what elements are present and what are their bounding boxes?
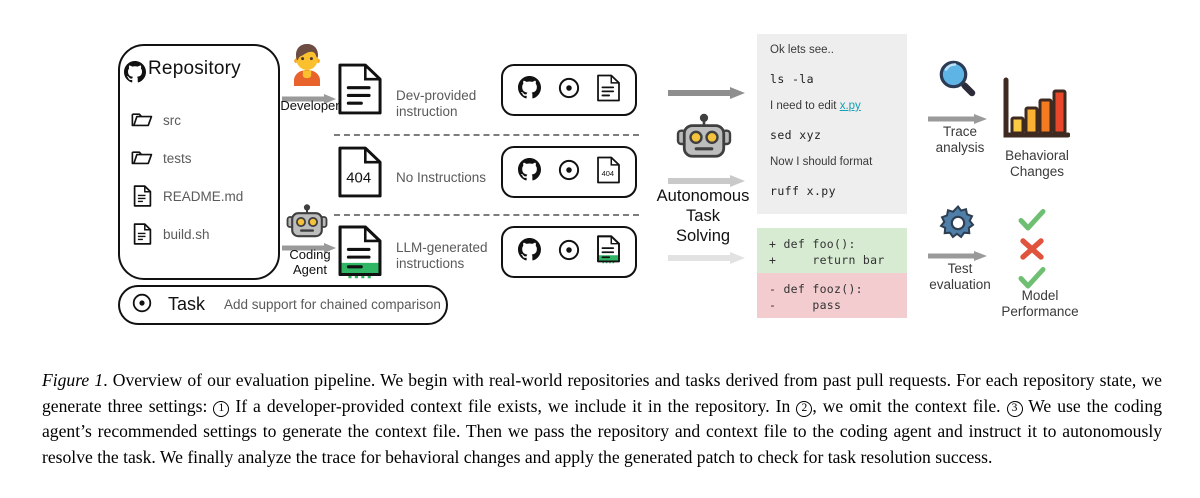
- caption-sep: .: [103, 370, 113, 390]
- document-icon: [338, 63, 382, 120]
- caption-circled-number-3: 3: [1006, 400, 1023, 417]
- trace-analysis-label-line1: Trace: [942, 124, 977, 139]
- row-label-3-line2: instructions: [396, 256, 465, 271]
- row-label-2-line1: No Instructions: [396, 170, 487, 185]
- arrow-to-robot-2: [668, 174, 748, 187]
- arrow-developer: [282, 92, 338, 104]
- row-label-1-line2: instruction: [396, 104, 458, 119]
- document-icon: [597, 74, 621, 107]
- test-evaluation-label-line1: Test: [947, 261, 973, 276]
- bar-chart-icon: [1000, 74, 1071, 149]
- check-icon: [1018, 208, 1046, 237]
- repository-item-label: src: [163, 113, 181, 128]
- divider-1: [334, 134, 639, 136]
- trace-line-3-text: I need to edit: [770, 100, 840, 112]
- coding-agent-label-line1: Coding: [289, 247, 331, 262]
- caption-figure-label: Figure 1: [42, 370, 104, 390]
- file-icon: [133, 185, 152, 212]
- document-generated-icon: [597, 235, 621, 269]
- document-404-icon: 404: [597, 156, 621, 189]
- setting-box-3: [501, 226, 637, 278]
- behavioral-changes-label-line2: Changes: [1009, 164, 1065, 179]
- arrow-to-robot-1: [668, 86, 748, 99]
- autonomous-label: Autonomous Task Solving: [638, 186, 768, 246]
- task-description: Add support for chained comparison: [224, 297, 441, 312]
- developer-label: Developer: [280, 98, 340, 113]
- trace-line-1: Ok lets see..: [770, 44, 834, 56]
- arrow-test-evaluation: [928, 249, 990, 261]
- arrow-trace-analysis: [928, 112, 990, 124]
- trace-link-xpy[interactable]: x.py: [839, 100, 861, 112]
- document-404-icon: 404: [338, 146, 382, 203]
- figure-caption: Figure 1. Overview of our evaluation pip…: [42, 368, 1162, 470]
- target-icon: [132, 293, 152, 318]
- diff-added-line-1: + def foo():: [769, 237, 856, 251]
- folder-icon: [131, 148, 153, 172]
- svg-text:404: 404: [346, 170, 371, 186]
- developer-avatar-icon: [288, 42, 326, 91]
- diff-added-block: + def foo(): + return bar: [757, 228, 907, 273]
- trace-line-5: Now I should format: [770, 156, 873, 168]
- folder-icon: [131, 110, 153, 134]
- file-icon: [133, 223, 152, 250]
- diff-removed-block: - def fooz(): - pass: [757, 273, 907, 318]
- caption-part4: We use the coding agent’s recommended se…: [42, 395, 1162, 467]
- caption-circled-number-2: 2: [796, 400, 813, 417]
- repository-item-label: build.sh: [163, 227, 210, 242]
- trace-line-2: ls -la: [770, 72, 814, 86]
- github-icon: [517, 158, 541, 186]
- divider-2: [334, 214, 639, 216]
- test-evaluation-label-line2: evaluation: [929, 277, 991, 292]
- row-label-1-line1: Dev-provided: [396, 88, 477, 103]
- document-generated-icon: [338, 225, 382, 284]
- caption-part2: If a developer-provided context file exi…: [229, 395, 797, 416]
- trace-box: Ok lets see.. ls -la I need to edit x.py…: [757, 34, 907, 214]
- caption-part3: , we omit the context file.: [812, 395, 1007, 416]
- robot-icon: [286, 204, 328, 243]
- caption-part1: Overview of our evaluation pipeline. We …: [42, 370, 1162, 416]
- arrow-to-robot-3: [668, 251, 748, 264]
- task-label: Task: [168, 294, 206, 314]
- cross-icon: [1019, 237, 1045, 266]
- figure-diagram: Repository src tests README.md build.sh …: [118, 34, 1079, 325]
- diff-removed-line-2: - pass: [769, 298, 842, 312]
- caption-circled-number-1: 1: [213, 400, 230, 417]
- coding-agent-label-line2: Agent: [293, 262, 327, 277]
- setting-box-2: 404: [501, 146, 637, 198]
- task-bar: [118, 285, 448, 325]
- model-performance-label-line1: Model: [1021, 288, 1059, 303]
- model-performance-label-line2: Performance: [1001, 304, 1079, 319]
- svg-text:404: 404: [602, 169, 614, 178]
- autonomous-label-line2: Task: [686, 207, 720, 225]
- target-icon: [558, 77, 580, 104]
- arrow-coding-agent: [282, 241, 338, 253]
- repository-title: Repository: [148, 58, 241, 79]
- trace-analysis-label-line2: analysis: [935, 140, 985, 155]
- trace-line-4: sed xyz: [770, 128, 822, 142]
- target-icon: [558, 159, 580, 186]
- check-icon: [1018, 266, 1046, 295]
- autonomous-label-line3: Solving: [675, 227, 731, 245]
- setting-box-1: [501, 64, 637, 116]
- github-icon: [517, 76, 541, 104]
- target-icon: [558, 239, 580, 266]
- repository-item-label: tests: [163, 151, 192, 166]
- row-label-3-line1: LLM-generated: [396, 240, 488, 255]
- github-icon: [517, 238, 541, 266]
- gear-icon: [938, 203, 978, 248]
- trace-line-6: ruff x.py: [770, 184, 836, 198]
- magnifier-icon: [936, 57, 978, 104]
- github-icon: [124, 61, 146, 88]
- diff-added-line-2: + return bar: [769, 253, 885, 267]
- robot-icon: [676, 113, 732, 164]
- repository-item-label: README.md: [163, 189, 244, 204]
- diff-removed-line-1: - def fooz():: [769, 282, 863, 296]
- autonomous-label-line1: Autonomous: [656, 187, 750, 205]
- trace-line-3: I need to edit x.py: [770, 100, 861, 112]
- behavioral-changes-label-line1: Behavioral: [1005, 148, 1069, 163]
- diff-box: + def foo(): + return bar - def fooz(): …: [757, 228, 907, 318]
